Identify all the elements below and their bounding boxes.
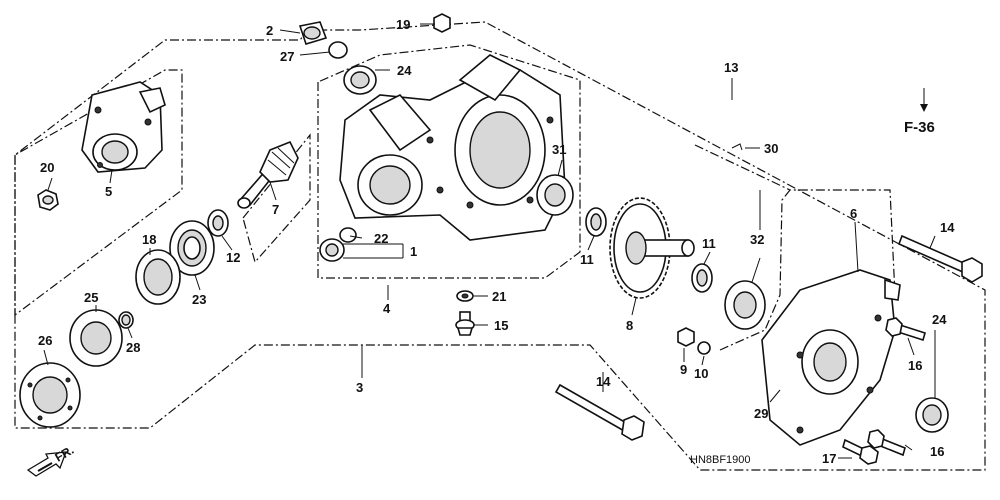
callout-21: 21 [492,289,506,304]
part-19-nut [433,13,451,33]
callout-24a: 24 [397,63,412,78]
part-20-nut [37,189,59,211]
reference-arrow-icon [920,88,928,112]
callout-11a: 11 [580,252,594,267]
front-direction-arrow-icon [26,451,67,477]
callouts: 1 2 3 4 5 6 7 8 9 10 11 11 12 13 14 14 1… [38,17,955,466]
part-4-case [339,54,566,241]
leader-lines [43,23,936,459]
callout-27: 27 [280,49,294,64]
part-2-cap [298,21,328,45]
part-18-cage [135,249,181,305]
part-10-washer [697,341,711,355]
part-32-bearing [724,280,766,330]
callout-22: 22 [374,231,388,246]
part-8-ring-gear [609,197,695,299]
callout-16b: 16 [930,444,944,459]
callout-17: 17 [822,451,836,466]
part-6-cover [761,269,901,446]
callout-28: 28 [126,340,140,355]
part-11-shim-right [691,263,713,293]
callout-14b: 14 [596,374,611,389]
callout-23: 23 [192,292,206,307]
callout-30: 30 [764,141,778,156]
part-7-pinion-shaft [237,140,299,209]
part-21-washer [456,290,474,302]
callout-24b: 24 [932,312,947,327]
group-outline-32 [719,189,896,351]
part-14-bolt-bottom [554,383,645,441]
part-24-seal-top [343,65,377,95]
part-12-ring [207,209,229,237]
callout-26: 26 [38,333,52,348]
part-17-bolt [842,438,879,465]
callout-6: 6 [850,206,857,221]
callout-1: 1 [410,244,417,259]
part-28-clip [118,311,134,329]
callout-5: 5 [105,184,112,199]
group-outline-3 [14,21,986,471]
group-outline-13 [694,144,791,191]
group-outline-4 [317,44,581,279]
part-11-shim-left [585,207,607,237]
callout-9: 9 [680,362,687,377]
callout-7: 7 [272,202,279,217]
part-25-bearing [69,309,123,367]
callout-3: 3 [356,380,363,395]
part-23-bearing [169,220,215,276]
callout-20: 20 [40,160,54,175]
part-22-seal [319,227,357,262]
callout-13: 13 [724,60,738,75]
part-30-clip [731,143,743,151]
callout-18: 18 [142,232,156,247]
part-24-seal-right [915,397,949,433]
callout-25: 25 [84,290,98,305]
part-26-flange [19,362,81,428]
part-15-bolt [455,311,475,336]
callout-29: 29 [754,406,768,421]
callout-31: 31 [552,142,566,157]
callout-15: 15 [494,318,508,333]
callout-32: 32 [750,232,764,247]
callout-4: 4 [383,301,391,316]
callout-10: 10 [694,366,708,381]
part-31-bearing [536,174,574,216]
diagram-code: HN8BF1900 [690,454,751,466]
callout-16a: 16 [908,358,922,373]
reference-label: F-36 [904,119,935,136]
callout-14a: 14 [940,220,955,235]
callout-2: 2 [266,23,273,38]
part-9-plug [677,327,695,347]
callout-19: 19 [396,17,410,32]
part-27-washer [328,41,348,59]
part-16-bolt-upper [885,317,926,342]
part-14-bolt-right [897,234,983,283]
callout-11b: 11 [702,236,716,251]
part-5-cover [81,81,166,173]
part-13-breather-tube [722,54,921,143]
callout-12: 12 [226,250,240,265]
part-16-bolt-lower [867,429,906,457]
callout-8: 8 [626,318,633,333]
